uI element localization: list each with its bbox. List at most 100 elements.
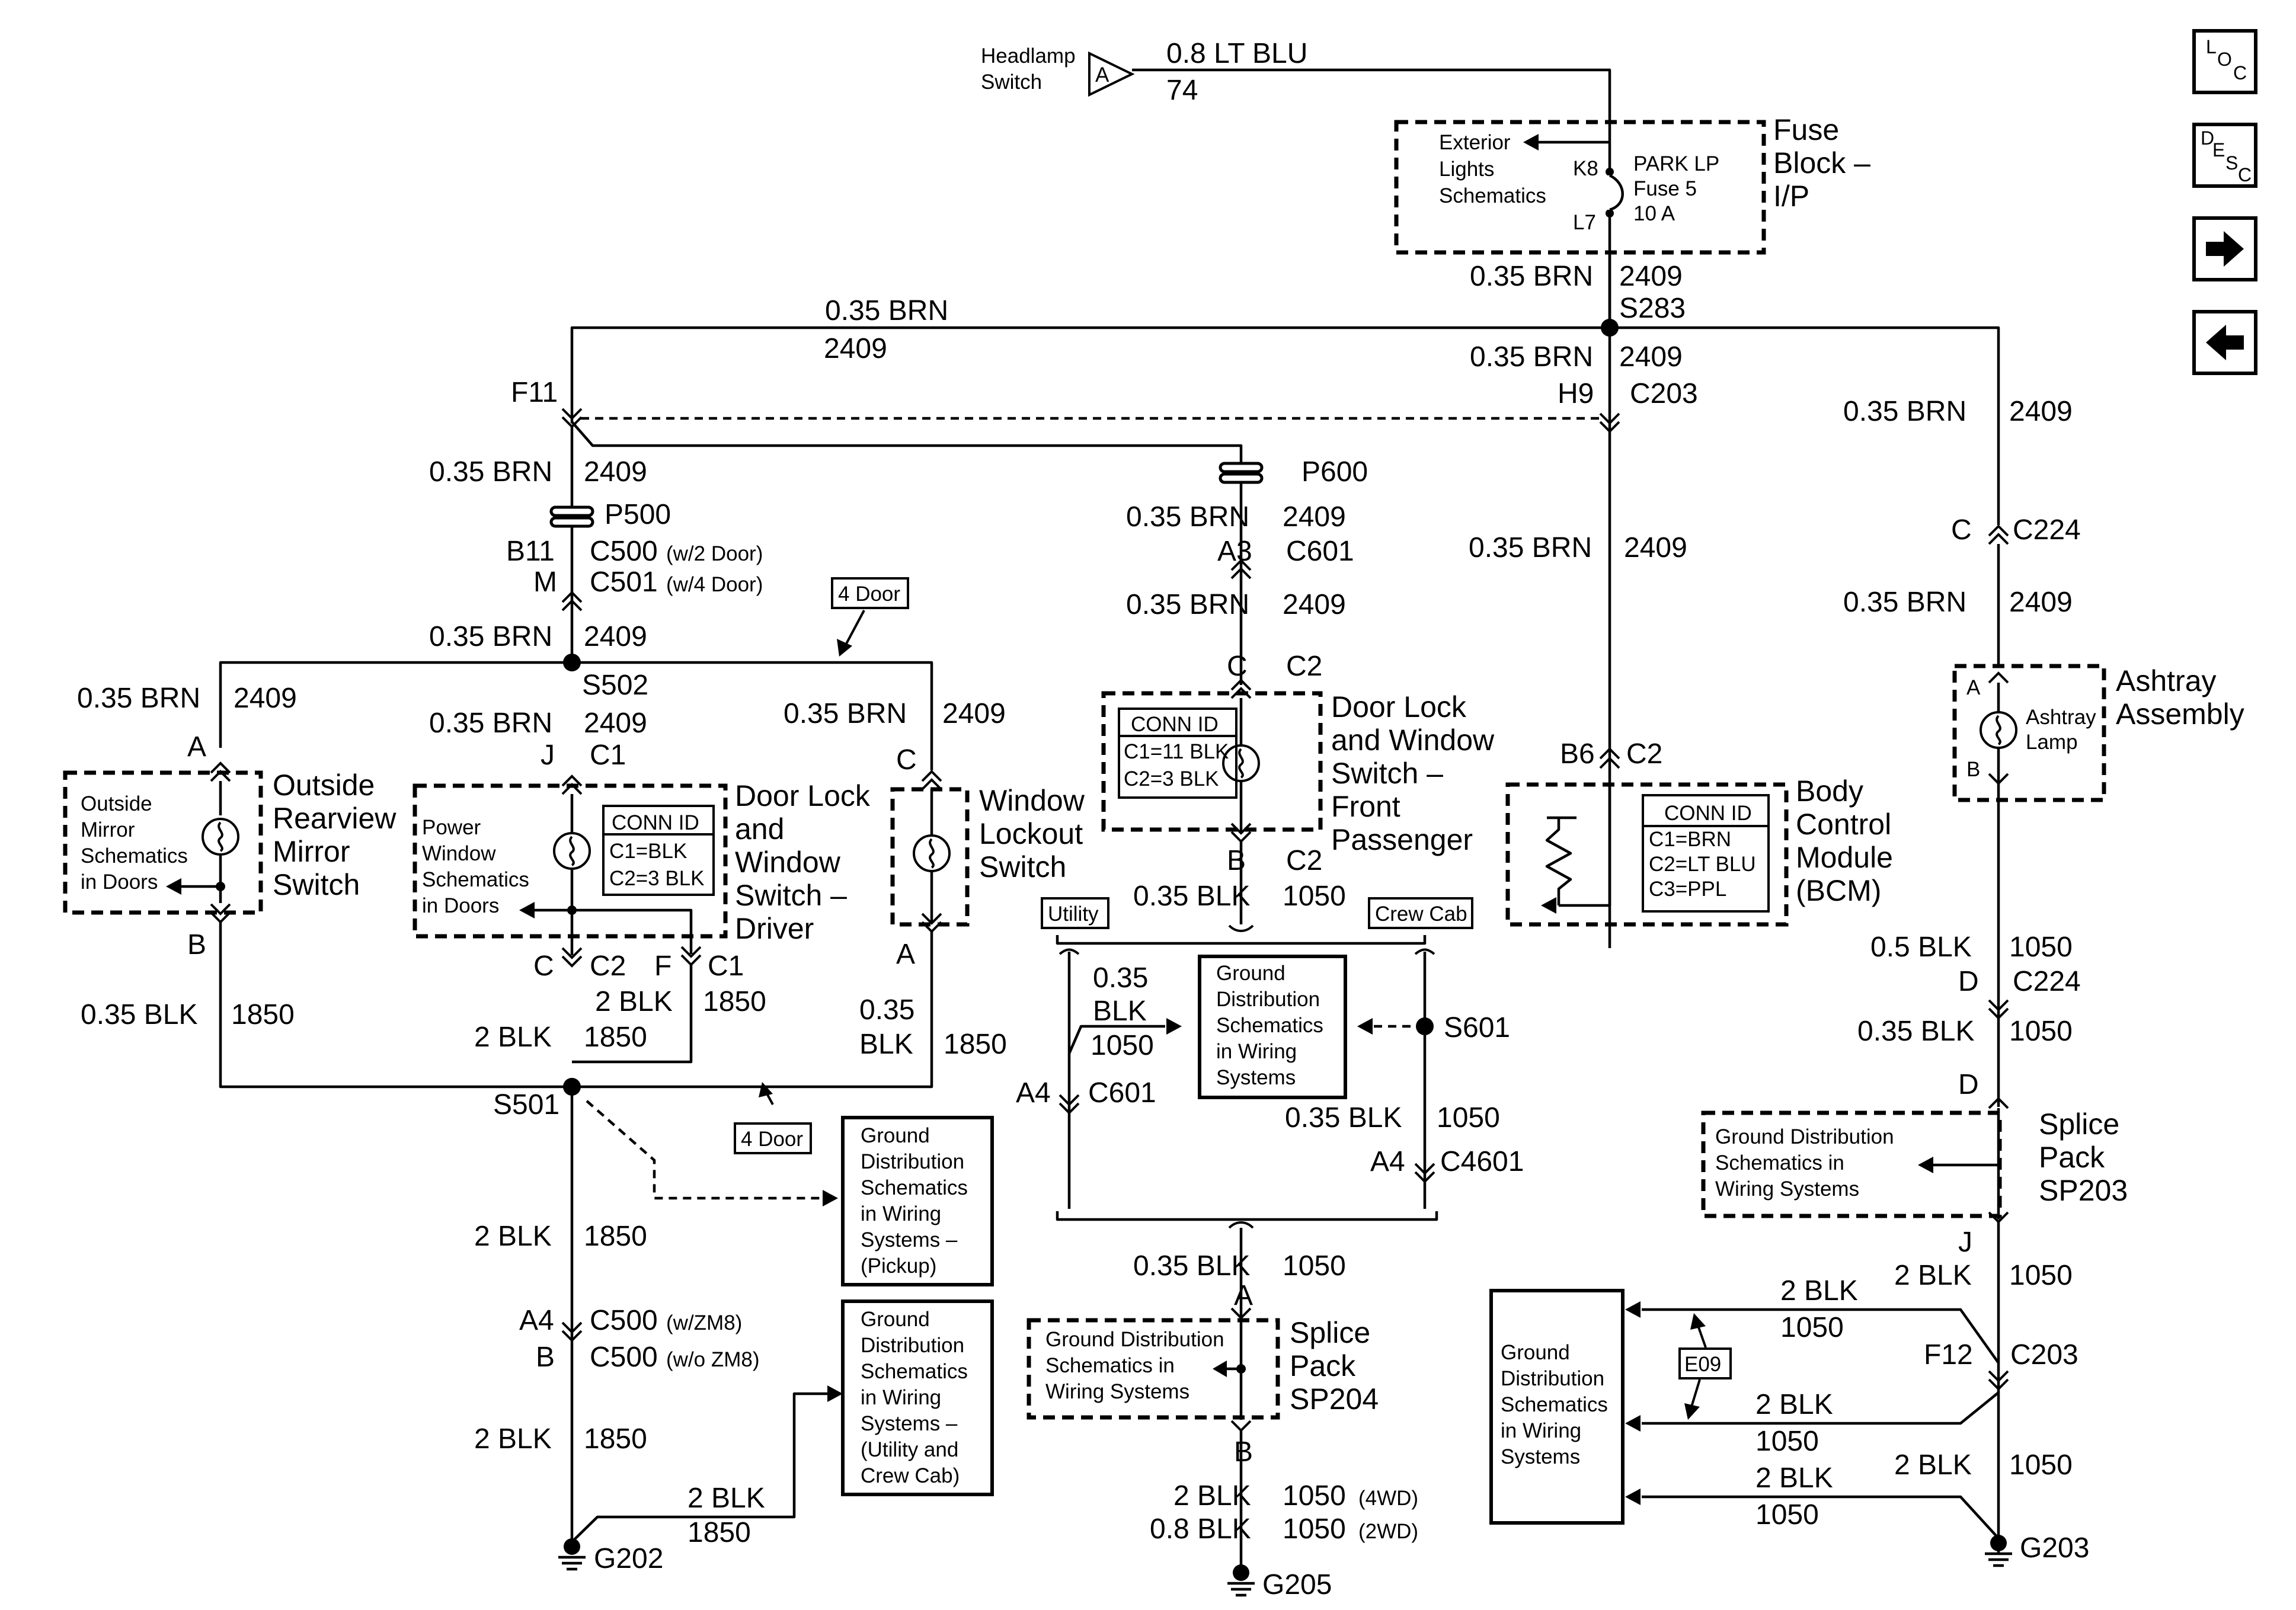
arrow-left-icon (2206, 325, 2244, 360)
headlamp-switch-connector-icon (1088, 51, 1135, 97)
passenger-w2-circuit: 2409 (1283, 589, 1346, 620)
right-w1-circuit: 2409 (2009, 396, 2073, 427)
mirror-filament-icon (218, 821, 223, 852)
mirror-box-text-2: Mirror (81, 818, 135, 841)
utility-ground-wire (571, 1392, 829, 1543)
sp203-pin-d-icon (1988, 1097, 2009, 1109)
utility-box-text-4: in Wiring (861, 1386, 941, 1409)
passenger-title-2: and Window (1331, 724, 1495, 757)
main-bus-circuit: 2409 (824, 333, 887, 364)
connector-c501-male-icon (561, 591, 583, 603)
right-box-text-4: in Wiring (1501, 1419, 1581, 1442)
connector-c501-note: (w/4 Door) (666, 573, 763, 596)
four-door-note-box (831, 577, 909, 609)
four-door-pointer (844, 610, 865, 646)
loc-letter-c: C (2233, 62, 2247, 84)
desc-button-frame[interactable] (2192, 123, 2257, 188)
passenger-pin-b-icon (1230, 822, 1252, 835)
right-box-text-3: Schematics (1501, 1393, 1608, 1416)
passenger-pin-c2: C2 (1286, 651, 1322, 682)
sp203-box-text-2: Schematics in (1715, 1151, 1844, 1174)
connector-f11-female-icon (561, 408, 583, 420)
connector-c224-male-icon (1988, 524, 2009, 537)
p500-pass-through-icon (549, 505, 594, 517)
arrow-down-icon (837, 639, 852, 657)
driver-pin-f-icon (680, 946, 702, 958)
driver-title-3: Window (735, 846, 841, 879)
fuse-symbol-icon (1609, 174, 1624, 212)
passenger-w1-gauge: 0.35 BRN (1126, 501, 1249, 533)
center-w3-gauge: 0.35 BLK (1133, 1250, 1250, 1282)
spine-w3-circuit: 2409 (1624, 532, 1687, 564)
utility-box-text-7: Crew Cab) (861, 1464, 960, 1487)
driver-box-text-2: Window (422, 842, 496, 865)
splice-pack-sp203-pin-j: J (1958, 1227, 1972, 1258)
loc-button-frame[interactable] (2192, 29, 2257, 94)
connector-a3-male-icon (1230, 559, 1252, 571)
driver-pin-c2: C2 (590, 950, 626, 982)
connector-f12-male-icon (1988, 1378, 2009, 1391)
right-w4-gauge: 0.35 BLK (1857, 1016, 1974, 1047)
center-w1-gauge-2: BLK (1093, 996, 1147, 1027)
ground-g202-label: G202 (594, 1543, 663, 1574)
mirror-title-3: Mirror (273, 835, 350, 868)
driver-pin-c-icon (561, 947, 583, 959)
connector-c224-label: C224 (2013, 514, 2081, 546)
connector-a4-female-icon (561, 1321, 583, 1334)
connector-c4601-label: C4601 (1440, 1146, 1524, 1177)
right-b3-circuit: 1050 (1755, 1499, 1819, 1531)
connector-a4-center-icon-2 (1059, 1102, 1080, 1115)
arrow-up-icon (1690, 1313, 1706, 1330)
passenger-switch-box (1101, 691, 1323, 832)
bcm-title-2: Control (1796, 808, 1891, 841)
driver-f-wire (572, 965, 693, 1064)
next-page-button[interactable] (2192, 216, 2257, 281)
mirror-pin-b-icon (210, 903, 231, 916)
pickup-box-text-3: Schematics (861, 1176, 968, 1199)
bcm-title-4: (BCM) (1796, 874, 1881, 907)
driver-f-circuit: 1850 (703, 986, 766, 1017)
passenger-w3-circuit: 1050 (1283, 881, 1346, 912)
utility-box-text-1: Ground (861, 1308, 930, 1331)
center-w4b-note: (2WD) (1358, 1520, 1418, 1543)
connector-f12-female-icon (1988, 1370, 2009, 1382)
center-bottom-harness-arc (1228, 1221, 1254, 1229)
connector-c500b-label: C500 (590, 1342, 658, 1373)
passenger-conn-id-box (1118, 708, 1237, 799)
connector-h9-female-icon (1599, 412, 1620, 425)
center-w1-gauge-1: 0.35 (1093, 962, 1148, 994)
right-w4-circuit: 1050 (2009, 1016, 2073, 1047)
connector-c500b-note: (w/o ZM8) (666, 1348, 760, 1371)
right-ground-branch-2 (1642, 1391, 2000, 1425)
right-b3-gauge: 2 BLK (1755, 1462, 1833, 1494)
passenger-conn-id-header: CONN ID (1131, 713, 1219, 736)
lockout-pin-c-icon-2 (921, 778, 942, 790)
connector-c224-female-icon (1988, 533, 2009, 545)
wire-74-circuit: 74 (1166, 75, 1198, 106)
left-w2-gauge: 0.35 BRN (429, 621, 552, 652)
driver-c-circuit: 1850 (584, 1022, 647, 1053)
mirror-box (63, 770, 263, 915)
right-w6-circuit: 1050 (2009, 1449, 2073, 1481)
fuse-name-2: Fuse 5 (1633, 177, 1697, 200)
arrow-left-icon (1357, 1018, 1373, 1035)
previous-page-button[interactable] (2192, 310, 2257, 375)
lockout-ground-circuit: 1850 (944, 1029, 1007, 1060)
wire-74-lt-blu (1132, 68, 1611, 326)
right-w2-gauge: 0.35 BRN (1843, 587, 1966, 618)
connector-b6-female-icon (1599, 757, 1620, 769)
center-w4b-circuit: 1050 (1283, 1513, 1346, 1545)
center-w3-circuit: 1050 (1283, 1250, 1346, 1282)
arrow-left-icon (1625, 1301, 1641, 1318)
loc-button[interactable]: L O C (2192, 29, 2257, 94)
sp204-pin-b-icon (1230, 1420, 1252, 1432)
lockout-wire-gauge: 0.35 BRN (784, 698, 907, 729)
passenger-w3-gauge: 0.35 BLK (1133, 881, 1250, 912)
center-w4b-gauge: 0.8 BLK (1150, 1513, 1251, 1545)
center-box-text-4: in Wiring (1216, 1040, 1297, 1063)
connector-f12-label: F12 (1924, 1339, 1973, 1371)
desc-button[interactable]: D E S C (2192, 123, 2257, 188)
arrow-right-icon (823, 1190, 838, 1206)
exterior-lights-text-3: Schematics (1439, 184, 1546, 207)
fuse-k8-label: K8 (1573, 157, 1598, 180)
